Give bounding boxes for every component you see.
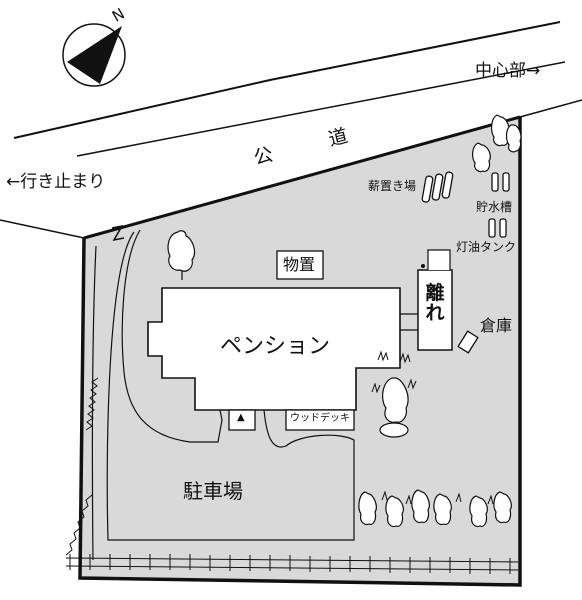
grass-tufts <box>371 350 494 505</box>
road-right-direction: 中心部→ <box>475 61 541 81</box>
compass-rose-icon <box>62 23 126 87</box>
pension-outline <box>147 287 401 411</box>
kerosene-tank-label: 灯油タンク <box>456 240 517 254</box>
entrance-mark: ▲ <box>237 412 245 423</box>
driveway-outline <box>106 229 355 541</box>
entrance-box <box>228 409 256 431</box>
annex-porch <box>427 249 451 270</box>
west-hedge-line <box>91 245 97 561</box>
firewood-storage-marks <box>421 171 454 203</box>
parking-label: 駐車場 <box>183 479 243 503</box>
wood-deck-outline <box>285 409 355 431</box>
annex-lamp-dot <box>421 264 425 268</box>
gate-mark <box>111 224 125 242</box>
road-edge-middle <box>76 61 566 157</box>
warehouse-label: 倉庫 <box>480 316 513 335</box>
wood-deck-label: ウッドデッキ <box>290 413 350 424</box>
road-left-direction: ←行き止まり <box>6 172 106 192</box>
annex-label: 離れ <box>425 282 445 324</box>
storage-shed-label: 物置 <box>283 255 316 274</box>
south-fence <box>65 554 519 574</box>
west-hedge-zigzag <box>65 377 99 556</box>
property-boundary <box>78 117 522 587</box>
trees <box>167 114 522 528</box>
water-tank-label: 貯水槽 <box>476 200 513 214</box>
pension-label: ペンション <box>220 334 331 359</box>
road-edge-upper <box>13 21 561 139</box>
firewood-storage-label: 薪置き場 <box>368 179 417 193</box>
property-boundary-front <box>83 115 521 240</box>
annex-walkway <box>400 313 418 331</box>
tank-marks <box>488 172 510 238</box>
warehouse-outline <box>457 330 479 354</box>
